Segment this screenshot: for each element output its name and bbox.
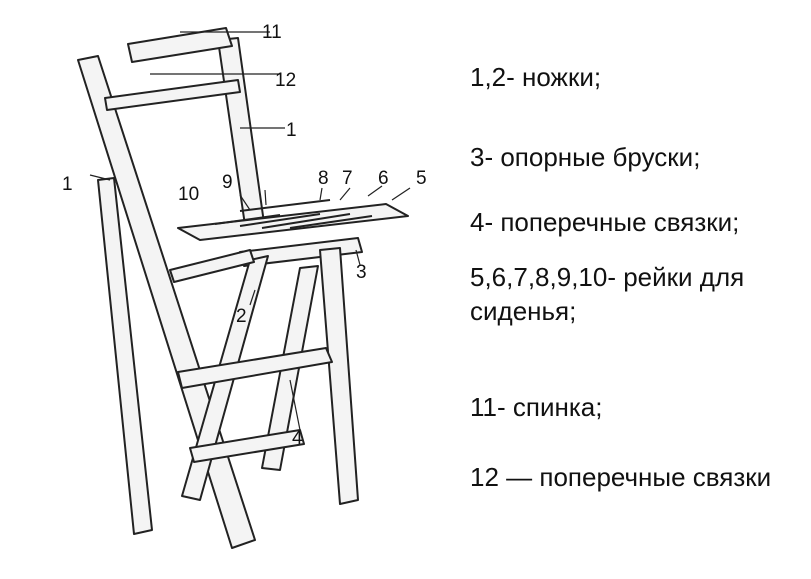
- callout-7: 7: [342, 168, 353, 189]
- legend-panel: 1,2- ножки; 3- опорные бруски; 4- попере…: [470, 0, 811, 579]
- callout-5: 5: [416, 168, 427, 189]
- left-rear-leg: [77, 55, 256, 549]
- side-arm: [169, 249, 255, 283]
- callout-1-left: 1: [62, 174, 73, 195]
- stepladder-chair-illustration: 11 12 1 1 10 9 8 7 6 5 3 2 4: [62, 22, 427, 549]
- lower-step-2: [189, 429, 305, 463]
- callout-9: 9: [222, 172, 233, 193]
- legend-item-cross-ties: 4- поперечные связки;: [470, 207, 740, 237]
- callout-3: 3: [356, 262, 367, 283]
- right-rear-leg: [217, 37, 266, 233]
- callout-6: 6: [378, 168, 389, 189]
- callout-1-right: 1: [286, 120, 297, 141]
- backrest: [127, 27, 233, 63]
- front-leg-right: [319, 247, 359, 505]
- callout-4: 4: [292, 428, 303, 449]
- back-cross-bar: [104, 79, 241, 111]
- legend-item-seat-slats: 5,6,7,8,9,10- рейки для сиденья;: [470, 262, 745, 326]
- lower-step-1: [177, 347, 333, 389]
- left-front-support: [97, 177, 153, 535]
- seat: [177, 203, 409, 241]
- legend-item-support-bars: 3- опорные бруски;: [470, 142, 701, 172]
- callout-10: 10: [178, 184, 199, 205]
- legend-item-back-cross-ties: 12 — поперечные связки: [470, 462, 772, 492]
- callout-12: 12: [275, 70, 296, 91]
- legend-item-backrest: 11- спинка;: [470, 392, 603, 422]
- legend-item-legs: 1,2- ножки;: [470, 62, 602, 92]
- callout-11: 11: [262, 22, 282, 43]
- callout-2: 2: [236, 306, 247, 327]
- callout-8: 8: [318, 168, 329, 189]
